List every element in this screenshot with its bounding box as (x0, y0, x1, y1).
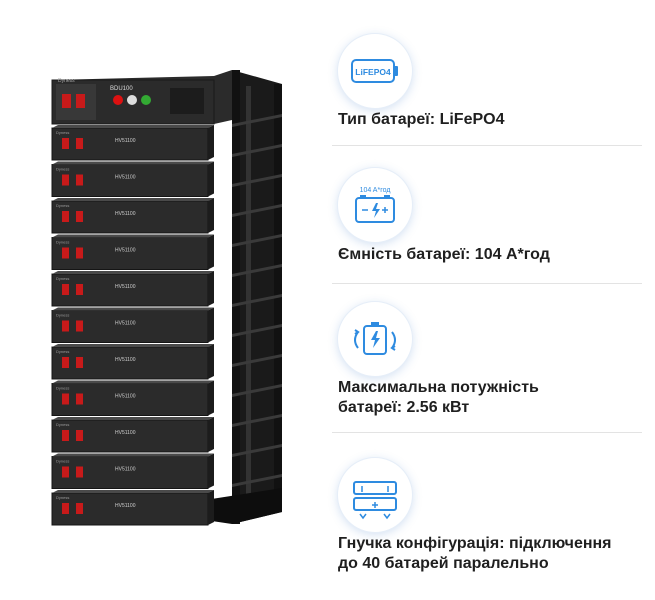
battery-module: HV51100 Dyness (51, 198, 214, 234)
rack-shelf (232, 234, 282, 247)
battery-rack-illustration: BDU100 Dyness HV51100DynessHV51100Dyness… (51, 70, 282, 526)
capacity-icon-label: 104 A*год (360, 187, 391, 194)
battery-capacity-icon: 104 A*год (338, 168, 412, 242)
feature-text: Гнучка конфігурація: підключення до 40 б… (338, 534, 612, 574)
battery-module: HV51100 Dyness (51, 307, 214, 343)
feature-line: до 40 батарей паралельно (338, 555, 549, 572)
feature-line: Максимальна потужність (338, 379, 539, 396)
battery-module: HV51100 Dyness (51, 161, 214, 197)
brand-logo-text: Dyness (56, 495, 69, 500)
battery-module-label: HV51100 (115, 357, 136, 363)
rack-shelf (232, 354, 282, 367)
divider (332, 283, 642, 284)
battery-module: HV51100 Dyness (51, 380, 214, 416)
rack-shelf (232, 294, 282, 307)
battery-module: HV51100 Dyness (51, 234, 214, 270)
lifepo4-battery-icon: LiFEPO4 (338, 34, 412, 108)
battery-power-icon (338, 302, 412, 376)
battery-module: HV51100 Dyness (51, 417, 214, 453)
battery-module-label: HV51100 (115, 248, 136, 254)
battery-modules: HV51100DynessHV51100DynessHV51100DynessH… (51, 125, 214, 526)
battery-module-label: HV51100 (115, 394, 136, 400)
battery-module-label: HV51100 (115, 430, 136, 436)
brand-logo-text: Dyness (56, 276, 69, 281)
feature-text: Тип батареї: LiFePO4 (338, 110, 504, 130)
brand-logo-text: Dyness (56, 240, 69, 245)
feature-line: Ємність батареї: 104 A*год (338, 246, 550, 263)
battery-module-label: HV51100 (115, 175, 136, 181)
feature-line: Тип батареї: LiFePO4 (338, 111, 505, 128)
feature-line: Гнучка конфігурація: підключення (338, 535, 612, 552)
feature-text: Максимальна потужність батареї: 2.56 кВт (338, 378, 539, 418)
feature-line: батареї: 2.56 кВт (338, 399, 470, 416)
brand-logo-text: Dyness (56, 459, 69, 464)
feature-text: Ємність батареї: 104 A*год (338, 245, 550, 265)
brand-logo-text: Dyness (56, 167, 69, 172)
brand-logo-text: Dyness (58, 78, 75, 84)
battery-module-label: HV51100 (115, 503, 136, 509)
rack-shelf (232, 144, 282, 157)
rack-shelf (232, 384, 282, 397)
main-module-label: BDU100 (110, 86, 133, 92)
rack-shelf (232, 324, 282, 337)
brand-logo-text: Dyness (56, 349, 69, 354)
brand-logo-text: Dyness (56, 130, 69, 135)
brand-logo-text: Dyness (56, 386, 69, 391)
rack-shelf (232, 264, 282, 277)
battery-module: HV51100 Dyness (51, 453, 214, 489)
rack-shelf (232, 414, 282, 427)
battery-module-label: HV51100 (115, 321, 136, 327)
rack-shelf (232, 114, 282, 127)
rack-shelf (232, 204, 282, 217)
brand-logo-text: Dyness (56, 313, 69, 318)
rack-shelf (232, 174, 282, 187)
rack-shelf (232, 474, 282, 487)
battery-module-label: HV51100 (115, 138, 136, 144)
divider (332, 145, 642, 146)
battery-module: HV51100 Dyness (51, 490, 214, 526)
rack-shelf (232, 444, 282, 457)
battery-module-label: HV51100 (115, 211, 136, 217)
battery-module: HV51100 Dyness (51, 271, 214, 307)
battery-module: HV51100 Dyness (51, 344, 214, 380)
battery-module-label: HV51100 (115, 284, 136, 290)
battery-module: HV51100 Dyness (51, 125, 214, 161)
lifepo4-icon-label: LiFEPO4 (355, 67, 391, 77)
rack-frame (205, 70, 282, 524)
brand-logo-text: Dyness (56, 422, 69, 427)
main-control-module: BDU100 Dyness (51, 70, 232, 125)
battery-configuration-icon (338, 458, 412, 532)
battery-module-label: HV51100 (115, 467, 136, 473)
divider (332, 432, 642, 433)
brand-logo-text: Dyness (56, 203, 69, 208)
